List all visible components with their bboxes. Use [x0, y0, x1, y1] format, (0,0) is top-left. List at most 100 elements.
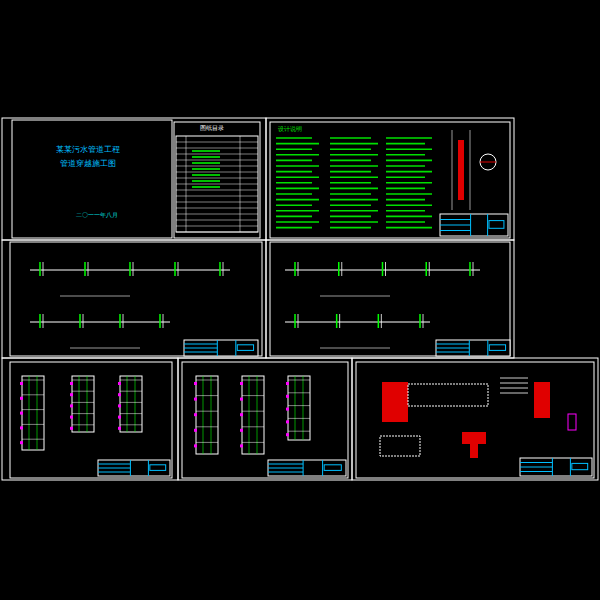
- note-text-line: [330, 171, 371, 173]
- marker: [118, 382, 121, 385]
- well-symbol: [178, 262, 179, 276]
- date-text: 二〇一一年八月: [76, 212, 118, 219]
- marker: [240, 413, 243, 416]
- column-rule: [120, 391, 142, 392]
- note-text-line: [276, 165, 319, 167]
- column-rule: [196, 380, 218, 381]
- pipe-cross-section: [480, 154, 496, 170]
- note-text-line: [276, 204, 312, 206]
- note-text-line: [386, 176, 425, 178]
- frame: [356, 362, 594, 478]
- table-rule: [186, 136, 187, 232]
- title-block-line: [148, 460, 149, 476]
- column-plan: [72, 376, 94, 432]
- note-text-line: [330, 160, 371, 162]
- note-text-line: [276, 193, 312, 195]
- column-rule: [242, 395, 264, 396]
- marker: [240, 429, 243, 432]
- marker: [70, 427, 73, 430]
- title-block-line: [98, 472, 130, 473]
- marker: [20, 397, 23, 400]
- title-block: [436, 340, 510, 356]
- note-text-line: [276, 227, 312, 229]
- title-block-line: [98, 464, 130, 465]
- note-text-line: [386, 199, 425, 201]
- title-block: [268, 460, 346, 476]
- title-block-line: [520, 471, 552, 472]
- column-plan: [196, 376, 218, 454]
- column-rule: [196, 411, 218, 412]
- column-rule: [120, 424, 142, 425]
- marker: [286, 408, 289, 411]
- title-block-cell: [150, 465, 166, 471]
- note-text-line: [386, 227, 432, 229]
- drawing-title: 管道穿越施工图: [60, 160, 116, 169]
- column-line: [29, 376, 30, 450]
- note-text-line: [330, 176, 378, 178]
- note-text-line: [386, 210, 425, 212]
- well-symbol: [339, 314, 340, 328]
- title-block-line: [436, 348, 469, 349]
- column-rule: [72, 413, 94, 414]
- pipe-section: [458, 140, 464, 200]
- title-block-cell: [324, 465, 341, 471]
- note-text-line: [276, 137, 312, 139]
- marker: [240, 444, 243, 447]
- marker: [286, 382, 289, 385]
- note-text-line: [386, 171, 432, 173]
- note-text-line: [330, 204, 371, 206]
- marker: [286, 433, 289, 436]
- note-text-line: [386, 160, 432, 162]
- table-text: [192, 156, 220, 158]
- note-text-line: [330, 143, 378, 145]
- column-plan: [242, 376, 264, 454]
- table-text: [192, 180, 220, 182]
- note-text-line: [330, 227, 371, 229]
- marker: [118, 404, 121, 407]
- note-text-line: [330, 216, 371, 218]
- well-symbol: [39, 262, 41, 276]
- frame: [178, 358, 352, 480]
- title-block-line: [130, 460, 131, 476]
- table-rule: [176, 196, 258, 197]
- title-block-line: [520, 462, 552, 463]
- table-rule: [176, 208, 258, 209]
- marker: [118, 393, 121, 396]
- frame: [270, 242, 510, 356]
- well-symbol: [294, 314, 296, 328]
- table-rule: [176, 202, 258, 203]
- title-block-line: [520, 467, 552, 468]
- sheet-heading: 设计说明: [278, 126, 302, 133]
- title-block-line: [235, 340, 236, 356]
- note-text-line: [386, 143, 425, 145]
- well-symbol: [298, 314, 299, 328]
- index-table: [176, 136, 258, 232]
- title-block-line: [322, 460, 323, 476]
- well-symbol: [84, 262, 86, 276]
- well-symbol: [119, 314, 121, 328]
- frame: [2, 240, 266, 358]
- marker: [568, 414, 576, 430]
- well-symbol: [429, 262, 430, 276]
- marker: [194, 444, 197, 447]
- column-line: [79, 376, 80, 432]
- well-symbol: [43, 262, 44, 276]
- well-symbol: [294, 262, 296, 276]
- note-text-line: [276, 210, 319, 212]
- table-rule: [176, 154, 258, 155]
- table-text: [192, 150, 220, 152]
- well-symbol: [341, 262, 342, 276]
- note-text-line: [330, 165, 378, 167]
- title-block-line: [268, 464, 303, 465]
- column-rule: [288, 380, 310, 381]
- marker: [240, 398, 243, 401]
- title-block-line: [440, 230, 471, 231]
- frame: [352, 358, 598, 480]
- column-rule: [242, 380, 264, 381]
- frame: [266, 118, 514, 240]
- marker: [286, 395, 289, 398]
- caption-line: [320, 348, 390, 349]
- well-symbol: [88, 262, 89, 276]
- column-rule: [22, 380, 44, 381]
- note-text-line: [276, 154, 319, 156]
